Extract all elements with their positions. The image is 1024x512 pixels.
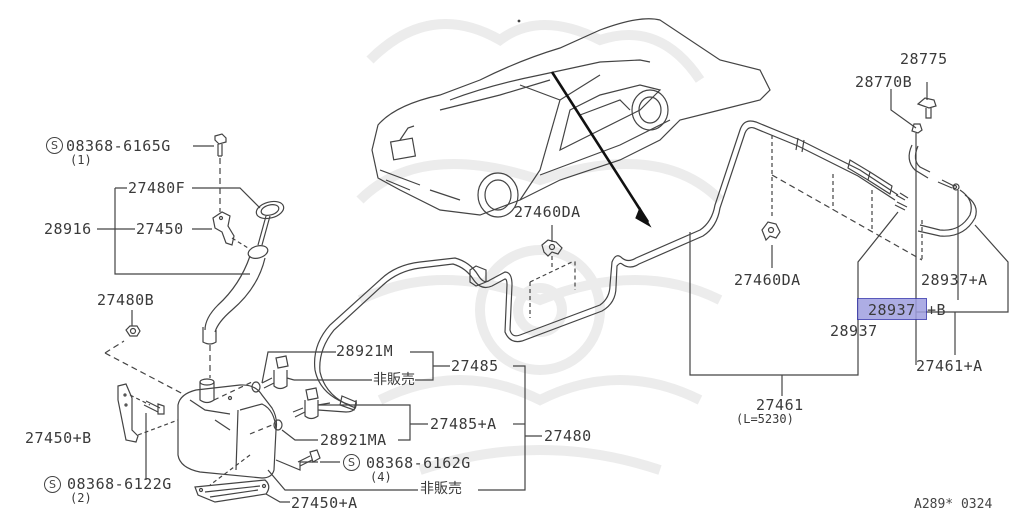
s-mark-icon: S [46,137,63,154]
hose-clips [529,135,923,318]
washer-hose [313,120,909,411]
washer-tank [117,378,290,503]
part-label-08368-6122G[interactable]: 08368-6122G [67,475,172,493]
part-label-27480[interactable]: 27480 [544,427,592,445]
part-label-27450[interactable]: 27450 [136,220,184,238]
watermark-emblem [356,19,724,475]
figure-code: A289* 0324 [914,497,993,512]
part-label-27450-A[interactable]: 27450+A [291,494,358,512]
part-label-27460DA-center[interactable]: 27460DA [514,203,581,221]
part-label-08368-6165G[interactable]: 08368-6165G [66,137,171,155]
hose-length-note: (L=5230) [736,412,794,426]
nozzle-group [689,82,1009,396]
part-label-27460DA-right[interactable]: 27460DA [734,271,801,289]
washer-pumps [251,351,542,491]
part-qty: (4) [370,470,392,484]
part-label-28775[interactable]: 28775 [900,50,948,68]
part-label-27485-A[interactable]: 27485+A [430,415,497,433]
part-label-28937-B[interactable]: 28937 [868,301,916,319]
s-mark-icon: S [44,476,61,493]
grommet-group [104,310,186,396]
part-label-27480B[interactable]: 27480B [97,291,155,309]
part-label-27485[interactable]: 27485 [451,357,499,375]
part-label-27461-A[interactable]: 27461+A [916,357,983,375]
part-label-27480F[interactable]: 27480F [128,179,186,197]
part-qty: (2) [70,491,92,505]
not-for-sale-note: 非販売 [420,481,462,497]
car-outline-icon [371,18,771,228]
part-label-28916[interactable]: 28916 [44,220,92,238]
filler-neck-group [97,133,285,378]
part-qty: (1) [70,153,92,167]
s-mark-icon: S [343,454,360,471]
highlighted-part-box [857,298,927,320]
not-for-sale-note: 非販売 [373,372,415,388]
part-label-28937-B-suffix: +B [927,301,947,319]
part-label-08368-6162G[interactable]: 08368-6162G [366,454,471,472]
part-label-28921M[interactable]: 28921M [336,342,394,360]
part-label-27450-B[interactable]: 27450+B [25,429,92,447]
part-label-28921MA[interactable]: 28921MA [320,431,387,449]
part-label-28937-A[interactable]: 28937+A [921,271,988,289]
part-label-28770B[interactable]: 28770B [855,73,913,91]
part-label-28937[interactable]: 28937 [830,322,878,340]
part-label-27461[interactable]: 27461 [756,396,804,414]
